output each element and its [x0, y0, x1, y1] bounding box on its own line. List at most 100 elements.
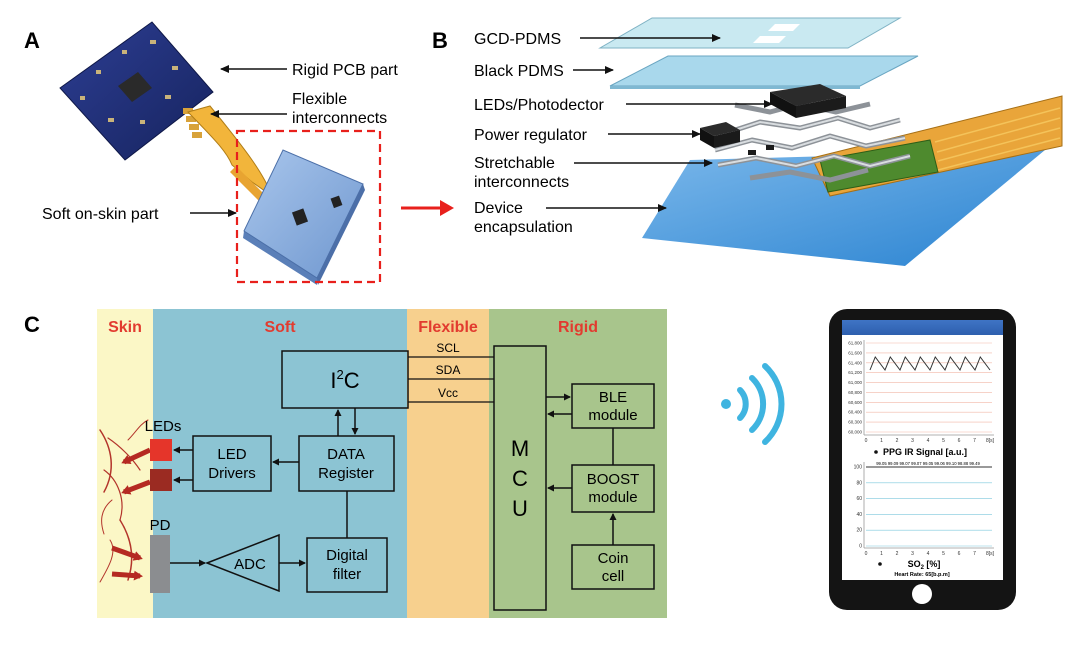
- ppg-chart: 61,80061,60061,40061,20061,00060,80060,6…: [848, 340, 995, 457]
- led-photodetector-chip: [770, 84, 846, 106]
- panel-c: C Skin Soft Flexible Rigid LEDs PD: [24, 309, 667, 618]
- flex-cable: [187, 105, 274, 198]
- label-flexible-2: interconnects: [292, 110, 387, 127]
- bus-vcc-label: Vcc: [438, 386, 458, 400]
- light-arrow-3: [111, 545, 143, 561]
- heart-rate-readout: Heart Rate: 65[b.p.m]: [894, 572, 949, 578]
- section-skin-title: Skin: [108, 319, 142, 336]
- blood-vessels: [99, 419, 149, 583]
- spo2-x-tick-label: 7: [973, 551, 976, 557]
- label-device-2: encapsulation: [474, 219, 573, 236]
- light-arrow-1: [121, 447, 152, 465]
- light-arrow-2: [121, 479, 151, 495]
- ppg-x-tick-label: 3: [911, 438, 914, 444]
- power-regulator-chip-front: [714, 130, 740, 148]
- small-component-2: [748, 150, 756, 155]
- block-coin-line2: cell: [602, 568, 625, 585]
- pcb-components: [80, 40, 178, 124]
- label-leds-photodetector: LEDs/Photodector: [474, 97, 605, 114]
- ppg-y-tick-label: 61,800: [848, 341, 862, 346]
- pcb-chip: [118, 72, 152, 102]
- soft-part-dashed-box: [235, 129, 382, 284]
- ppg-y-tick-label: 61,600: [848, 350, 862, 355]
- spo2-x-tick-label: 3: [911, 551, 914, 557]
- power-regulator-chip-body: [700, 128, 714, 148]
- black-pdms-layer: [609, 55, 919, 87]
- section-flexible-bg: [407, 309, 489, 618]
- label-power-regulator: Power regulator: [474, 127, 588, 144]
- spo2-y-tick-label: 20: [856, 528, 862, 534]
- light-arrow-4: [111, 570, 143, 581]
- ppg-x-tick-label: 1: [880, 438, 883, 444]
- block-i2c-label: I2C: [330, 367, 359, 393]
- block-mcu-m: M: [511, 436, 529, 461]
- spo2-x-tick-label: 5: [942, 551, 945, 557]
- ppg-gridlines: [866, 342, 992, 433]
- bus-scl-label: SCL: [436, 341, 460, 355]
- block-boost-line2: module: [588, 489, 637, 506]
- pcb-connector-pins: [183, 108, 202, 138]
- ppg-y-ticks: 61,80061,60061,40061,20061,00060,80060,6…: [848, 341, 862, 435]
- ppg-y-tick-label: 61,000: [848, 380, 862, 385]
- label-stretchable-1: Stretchable: [474, 155, 555, 172]
- label-stretchable-2: interconnects: [474, 174, 569, 191]
- photodetector: [150, 535, 170, 593]
- ppg-title: PPG IR Signal [a.u.]: [883, 447, 967, 457]
- power-regulator-chip: [700, 122, 740, 136]
- gcd-pdms-window-1: [768, 24, 800, 31]
- spo2-top-values: 99.05 99.09 99.07 99.07 99.05 99.06 99.1…: [876, 461, 980, 466]
- panel-a-letter: A: [24, 28, 40, 53]
- ppg-x-tick-label: 8[s]: [986, 438, 995, 444]
- led-red: [150, 439, 172, 461]
- phone-screen: [842, 320, 1003, 580]
- ppg-legend-dot: [874, 450, 878, 454]
- spo2-legend-dot: [878, 562, 882, 566]
- led-dark-red: [150, 469, 172, 491]
- block-filter-line2: filter: [333, 566, 361, 583]
- section-soft-bg: [153, 309, 407, 618]
- ppg-y-tick-label: 60,000: [848, 430, 862, 435]
- spo2-y-tick-label: 60: [856, 496, 862, 502]
- encapsulation-layer: [642, 150, 1045, 266]
- spo2-y-tick-label: 100: [854, 465, 863, 471]
- ppg-y-tick-label: 60,400: [848, 410, 862, 415]
- small-component-1: [766, 145, 774, 150]
- spo2-gridlines: [866, 466, 992, 547]
- ppg-x-tick-label: 5: [942, 438, 945, 444]
- soft-patch-side-right: [317, 184, 365, 285]
- soft-patch-side: [243, 231, 318, 285]
- block-led-drivers: [192, 435, 272, 492]
- smartphone: 61,80061,60061,40061,20061,00060,80060,6…: [829, 309, 1016, 610]
- section-soft-title: Soft: [264, 319, 296, 336]
- spo2-x-tick-label: 6: [958, 551, 961, 557]
- ppg-x-tick-label: 7: [973, 438, 976, 444]
- ppg-x-tick-label: 6: [958, 438, 961, 444]
- ppg-x-tick-label: 4: [927, 438, 930, 444]
- section-flexible-title: Flexible: [418, 319, 478, 336]
- bus-sda-label: SDA: [436, 363, 461, 377]
- led-photodetector-chip-side: [770, 92, 796, 118]
- ppg-y-tick-label: 61,200: [848, 370, 862, 375]
- block-data-line1: DATA: [327, 446, 365, 463]
- block-coin-line1: Coin: [598, 550, 629, 567]
- block-mcu: [493, 345, 547, 611]
- phone-status-bar: [842, 320, 1003, 335]
- ppg-y-tick-label: 60,300: [848, 420, 862, 425]
- flex-pcb-traces: [934, 107, 1061, 171]
- led-photodetector-chip-front: [796, 96, 846, 118]
- ppg-y-tick-label: 61,400: [848, 360, 862, 365]
- section-rigid-title: Rigid: [558, 319, 598, 336]
- label-flexible-1: Flexible: [292, 91, 347, 108]
- spo2-x-tick-label: 1: [880, 551, 883, 557]
- label-gcd-pdms: GCD-PDMS: [474, 31, 561, 48]
- label-rigid-pcb: Rigid PCB part: [292, 62, 398, 79]
- ppg-y-tick-label: 60,800: [848, 390, 862, 395]
- panel-b-letter: B: [432, 28, 448, 53]
- label-soft-part: Soft on-skin part: [42, 206, 159, 223]
- phone-home-button[interactable]: [912, 584, 932, 604]
- spo2-x-tick-label: 2: [896, 551, 899, 557]
- soft-chip-2: [330, 195, 343, 209]
